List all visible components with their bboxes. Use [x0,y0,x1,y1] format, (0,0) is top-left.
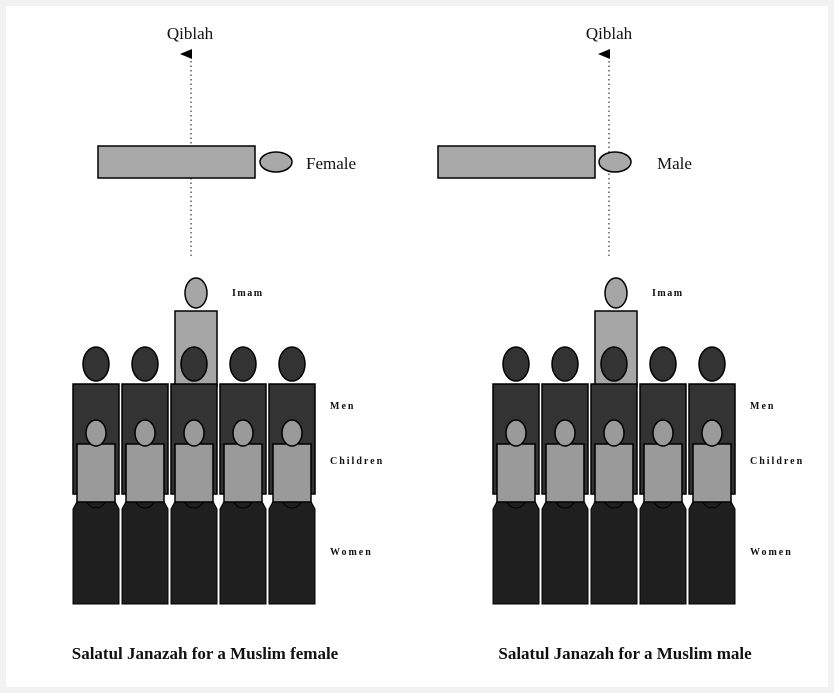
child-body [223,443,263,503]
child-figure [496,419,536,503]
woman-body [72,495,120,605]
child-body [174,443,214,503]
child-figure [76,419,116,503]
child-figure [545,419,585,503]
congregation [492,277,736,605]
man-head [649,346,677,382]
child-body [496,443,536,503]
man-head [229,346,257,382]
child-figure [643,419,683,503]
child-head [134,419,156,447]
child-figure [223,419,263,503]
panel-male: Qiblah Male Imam Men Children Women Sala… [437,24,804,663]
child-body [545,443,585,503]
bier-body [437,145,596,179]
child-body [76,443,116,503]
man-head [600,346,628,382]
women-row-label: Women [750,547,793,558]
woman-body [541,495,589,605]
bier-body [97,145,256,179]
men-row-label: Men [330,401,355,412]
man-head [551,346,579,382]
deceased-label: Female [306,154,356,173]
woman-body [268,495,316,605]
women-row-label: Women [330,547,373,558]
man-head [180,346,208,382]
child-figure [272,419,312,503]
diagram-frame: Qiblah Female Imam Men Children Women Sa… [6,6,828,687]
child-body [125,443,165,503]
child-head [183,419,205,447]
woman-body [688,495,736,605]
child-figure [692,419,732,503]
child-body [643,443,683,503]
man-head [82,346,110,382]
child-head [85,419,107,447]
deceased-head [598,151,632,173]
imam-label: Imam [232,288,264,299]
man-head [131,346,159,382]
congregation [72,277,316,605]
man-head [278,346,306,382]
child-body [594,443,634,503]
child-head [554,419,576,447]
child-head [603,419,625,447]
woman-body [639,495,687,605]
child-head [701,419,723,447]
child-head [505,419,527,447]
qiblah-label: Qiblah [586,24,633,43]
woman-body [219,495,267,605]
children-row-label: Children [330,456,384,467]
child-head [652,419,674,447]
child-figure [125,419,165,503]
man-head [698,346,726,382]
child-figure [174,419,214,503]
woman-body [492,495,540,605]
deceased-label: Male [657,154,692,173]
caption: Salatul Janazah for a Muslim female [72,644,339,663]
deceased-head [259,151,293,173]
woman-body [590,495,638,605]
woman-body [170,495,218,605]
child-head [281,419,303,447]
woman-body [121,495,169,605]
qiblah-label: Qiblah [167,24,214,43]
child-body [692,443,732,503]
men-row-label: Men [750,401,775,412]
child-body [272,443,312,503]
child-head [232,419,254,447]
panel-female: Qiblah Female Imam Men Children Women Sa… [72,24,384,663]
imam-label: Imam [652,288,684,299]
imam-head [184,277,208,309]
children-row-label: Children [750,456,804,467]
caption: Salatul Janazah for a Muslim male [498,644,752,663]
janazah-diagram: Qiblah Female Imam Men Children Women Sa… [72,24,804,663]
imam-head [604,277,628,309]
man-head [502,346,530,382]
child-figure [594,419,634,503]
